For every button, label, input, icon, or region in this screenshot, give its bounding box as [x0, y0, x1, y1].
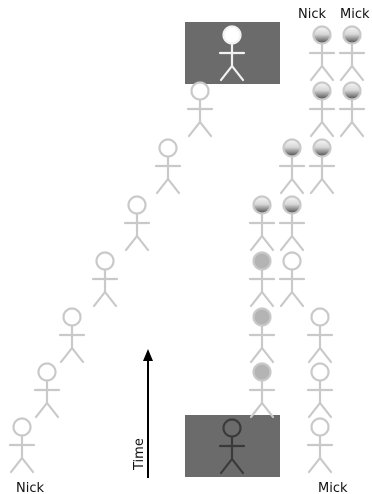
mick-label-bottom: Mick	[318, 481, 348, 494]
stick-figure-chain-1	[8, 417, 36, 474]
nick-label-top: Nick	[298, 7, 326, 22]
stick-figure-right-3	[306, 307, 334, 364]
stick-figure-plain-pair	[278, 251, 306, 308]
stick-figure-right-1	[306, 417, 334, 474]
stick-figure-chain-3	[58, 307, 86, 364]
nick-label-bottom: Nick	[16, 481, 44, 494]
stick-figure-bottom-box	[218, 418, 246, 475]
stick-figure-grey-2	[248, 307, 276, 364]
stick-figure-shaded-6	[338, 81, 366, 138]
stick-figure-chain-7	[186, 81, 214, 138]
stick-figure-shaded-5	[308, 81, 336, 138]
stick-figure-shaded-3	[278, 138, 306, 195]
stick-figure-chain-2	[33, 362, 61, 419]
stick-figure-shaded-4	[308, 138, 336, 195]
stick-figure-grey-1	[248, 362, 276, 419]
stick-figure-shaded-8	[338, 25, 366, 82]
time-axis-label: Time	[132, 438, 147, 471]
stick-figure-chain-5	[123, 195, 151, 252]
mick-label-top: Mick	[340, 7, 370, 22]
stick-figure-right-2	[306, 362, 334, 419]
figures-layer	[8, 25, 366, 475]
stick-figure-grey-3	[248, 251, 276, 308]
time-arrow	[143, 349, 153, 478]
stick-figure-chain-4	[91, 251, 119, 308]
stick-figure-shaded-2	[278, 195, 306, 252]
stick-figure-shaded-1	[248, 195, 276, 252]
stick-figure-chain-6	[154, 138, 182, 195]
stick-figure-shaded-7	[308, 25, 336, 82]
stick-figure-top-box	[218, 25, 246, 82]
